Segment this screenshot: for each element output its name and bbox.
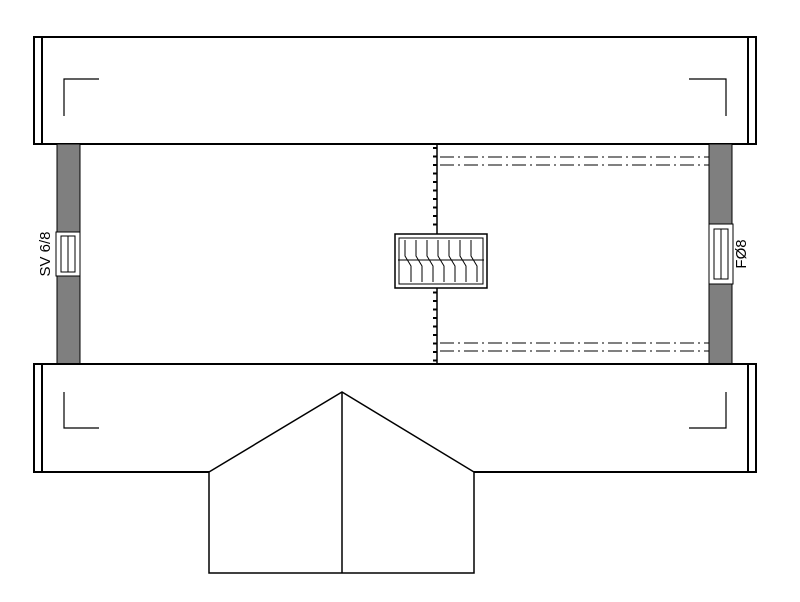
stair-step [437,240,445,282]
right-wall [708,143,733,365]
stair-step [426,240,434,282]
left-window-label: SV 6/8 [37,231,54,277]
stair-step [470,240,478,282]
right-window-symbol [708,223,734,285]
corner-mark-bottom-left [63,392,99,429]
corner-mark-bottom-right [689,392,727,429]
stair-step [415,240,423,282]
dash-dot-lines [440,156,709,352]
stair-step [459,240,467,282]
left-window-symbol [55,231,81,277]
stair-step [404,240,412,282]
stair-opening [394,233,488,289]
corner-mark-top-right [689,78,727,116]
stair-step [448,240,456,282]
dormer-gable [208,391,475,574]
roof-band-top [33,36,757,145]
corner-mark-top-left [63,78,99,116]
right-window-label: FØ8 [733,239,750,269]
left-wall [56,143,81,365]
